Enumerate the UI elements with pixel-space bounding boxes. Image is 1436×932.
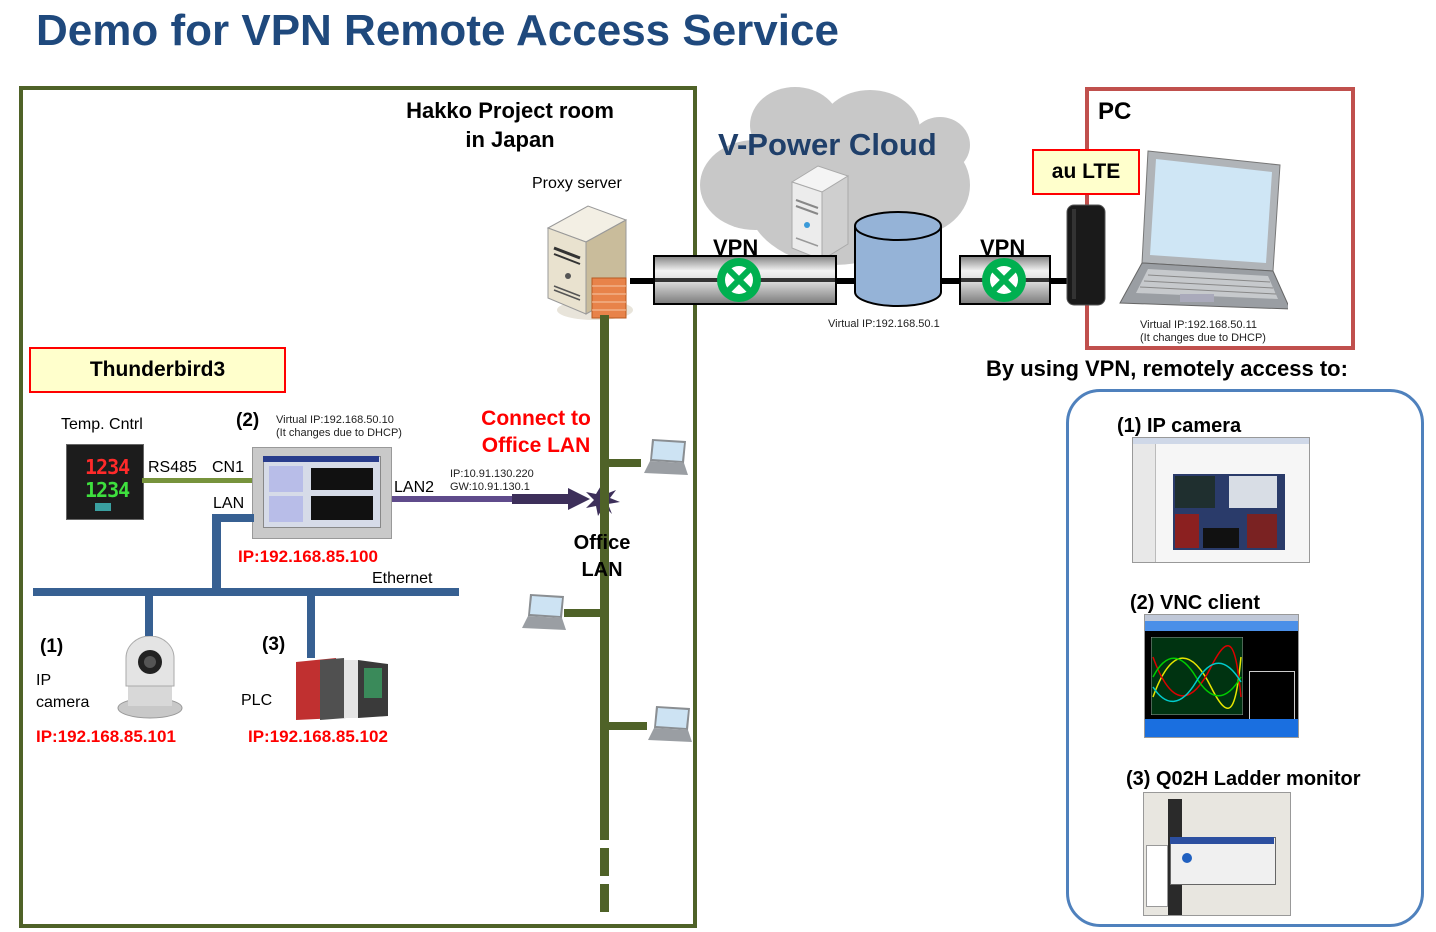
au-lte-tag: au LTE <box>1032 149 1140 195</box>
office-lan-backbone-dash-1 <box>600 848 609 876</box>
office-branch-3 <box>609 722 647 730</box>
hmi-dhcp-note: (It changes due to DHCP) <box>276 427 402 439</box>
office-lan-backbone <box>600 315 609 840</box>
room-title-line1: Hakko Project room <box>406 98 614 123</box>
office-laptop-3-icon <box>648 706 692 742</box>
office-lan-backbone-dash-2 <box>600 884 609 912</box>
cloud-server-icon <box>790 165 850 261</box>
rs485-link <box>142 478 252 483</box>
pc-title: PC <box>1098 98 1132 125</box>
plc-number: (3) <box>262 634 286 655</box>
laptop-icon <box>1119 150 1288 310</box>
hmi-lan-drop <box>212 514 221 594</box>
connect-office-lan-note: Connect to Office LAN <box>480 405 592 459</box>
vnc-client-screenshot <box>1144 614 1299 738</box>
pc-virtual-ip: Virtual IP:192.168.50.11 (It changes due… <box>1140 319 1266 345</box>
office-lan-line2: LAN <box>581 559 623 581</box>
pc-virtual-ip-text: Virtual IP:192.168.50.11 <box>1140 319 1258 331</box>
page-title: Demo for VPN Remote Access Service <box>36 6 839 55</box>
ladder-monitor-screenshot <box>1143 792 1291 916</box>
project-room-box <box>19 86 697 928</box>
office-branch-1 <box>609 459 641 467</box>
hmi-lan-stub <box>212 514 254 522</box>
office-branch-2 <box>564 609 600 617</box>
lan-label: LAN <box>213 495 245 512</box>
temp-pv-display: 1234 <box>85 455 130 479</box>
thunderbird3-tag: Thunderbird3 <box>29 347 286 393</box>
vpn-node-left-icon <box>717 258 761 302</box>
temp-controller-icon: 1234 1234 <box>66 444 144 520</box>
office-lan-line1: Office <box>573 532 631 554</box>
hmi-virtual-ip-text: Virtual IP:192.168.50.10 <box>276 414 394 426</box>
cloud-shape <box>700 87 970 265</box>
plc-ethernet-drop <box>307 596 315 658</box>
database-icon <box>854 211 942 307</box>
camera-label-line1: IP <box>36 672 52 689</box>
plc-ip: IP:192.168.85.102 <box>248 727 388 746</box>
proxy-server-icon <box>546 205 633 320</box>
hmi-ip: IP:192.168.85.100 <box>238 547 378 566</box>
remote-access-box <box>1066 389 1424 927</box>
rs485-label: RS485 <box>148 459 197 476</box>
access-heading: By using VPN, remotely access to: <box>986 356 1348 381</box>
cloud-virtual-ip: Virtual IP:192.168.50.1 <box>828 318 940 330</box>
hmi-number: (2) <box>236 410 260 431</box>
camera-label: IP camera <box>36 670 89 714</box>
proxy-server-label: Proxy server <box>532 175 622 192</box>
cloud-title: V-Power Cloud <box>718 127 937 162</box>
thunderbird3-label: Thunderbird3 <box>89 358 226 381</box>
vpn-link-line <box>630 278 1070 284</box>
plc-label: PLC <box>241 692 273 709</box>
pc-dhcp-note: (It changes due to DHCP) <box>1140 332 1266 344</box>
lan2-arrow <box>392 484 620 516</box>
au-lte-label: au LTE <box>1051 160 1121 183</box>
ethernet-bus <box>33 588 459 596</box>
office-laptop-1-icon <box>644 439 688 475</box>
temp-ctrl-label: Temp. Cntrl <box>61 416 143 433</box>
access-item-vnc-label: (2) VNC client <box>1130 592 1261 614</box>
plc-icon <box>296 658 388 720</box>
vpn-node-right-icon <box>982 258 1026 302</box>
office-lan-label: Office LAN <box>567 530 637 584</box>
lan2-address: IP:10.91.130.220 GW:10.91.130.1 <box>450 468 534 494</box>
lan2-ip: IP:10.91.130.220 <box>450 468 534 480</box>
connect-line1: Connect to <box>481 407 591 430</box>
camera-number: (1) <box>40 636 64 657</box>
hmi-virtual-ip: Virtual IP:192.168.50.10 (It changes due… <box>276 414 402 440</box>
room-title-line2: in Japan <box>465 127 555 152</box>
cn1-label: CN1 <box>212 459 245 476</box>
ip-camera-icon <box>117 636 183 719</box>
access-item-ladder-label: (3) Q02H Ladder monitor <box>1126 768 1361 790</box>
access-item-ip-camera-label: (1) IP camera <box>1117 415 1242 437</box>
camera-ethernet-drop <box>145 596 153 636</box>
lan2-label: LAN2 <box>394 479 435 496</box>
temp-sv-display: 1234 <box>85 478 130 502</box>
hmi-panel-icon <box>252 447 392 539</box>
lan2-gw: GW:10.91.130.1 <box>450 481 530 493</box>
project-room-title: Hakko Project room in Japan <box>380 96 640 154</box>
office-laptop-2-icon <box>522 594 566 630</box>
camera-label-line2: camera <box>36 694 90 711</box>
connect-line2: Office LAN <box>481 434 591 457</box>
lte-modem-icon <box>1066 204 1106 306</box>
camera-ip: IP:192.168.85.101 <box>36 727 176 746</box>
ip-camera-screenshot <box>1132 437 1310 563</box>
ethernet-label: Ethernet <box>372 570 433 587</box>
